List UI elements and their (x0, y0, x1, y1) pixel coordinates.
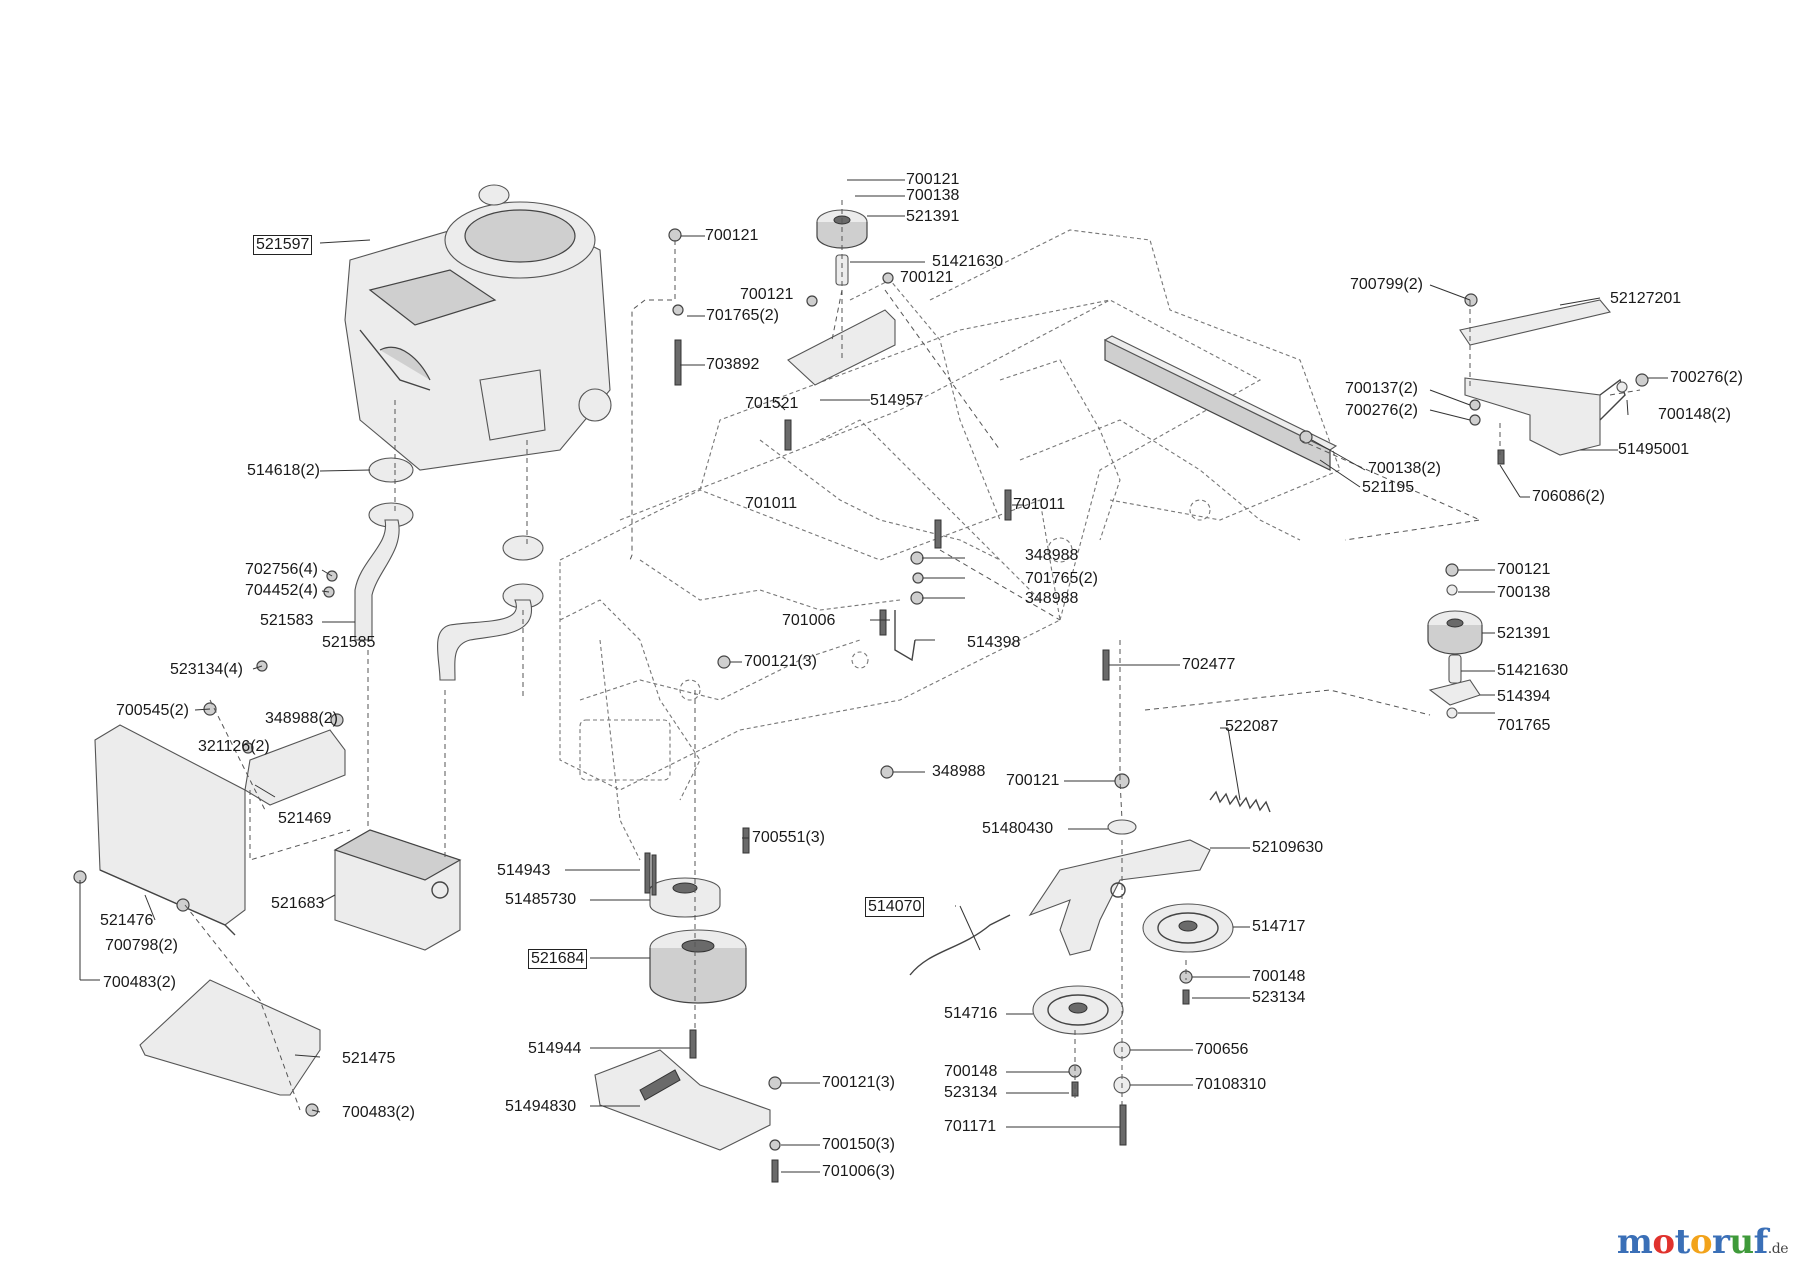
idler-arm (1028, 839, 1211, 956)
lever-bracket (1459, 299, 1626, 456)
chassis-frame (559, 229, 1341, 861)
bottom-bracket (594, 1049, 771, 1151)
brand-letter: o (1689, 1222, 1713, 1262)
cover-plate (139, 979, 321, 1096)
brand-tld: .de (1767, 1241, 1789, 1257)
brand-letter: o (1652, 1222, 1675, 1262)
heat-shield (94, 724, 246, 936)
brand-letter: f (1753, 1222, 1769, 1262)
exhaust-pipes (354, 457, 544, 681)
clutch-assembly (649, 877, 747, 1004)
brand-letter: t (1674, 1222, 1691, 1262)
muffler (333, 829, 462, 951)
cable (909, 914, 1011, 976)
spring (1209, 790, 1271, 813)
idler-pulleys (1032, 903, 1234, 1035)
bracket (244, 729, 346, 806)
brand-letter: r (1712, 1222, 1730, 1262)
engine (344, 184, 612, 471)
brand-logo: motoruf.de (1617, 1222, 1789, 1262)
brand-letter: m (1616, 1222, 1653, 1262)
cross-bar (1103, 335, 1338, 471)
right-pulley (1427, 610, 1483, 706)
brand-letter: u (1729, 1222, 1754, 1262)
assembly-guides (184, 200, 1641, 1111)
leader-lines (79, 179, 1668, 1173)
brand-name: motoruf (1617, 1222, 1768, 1262)
